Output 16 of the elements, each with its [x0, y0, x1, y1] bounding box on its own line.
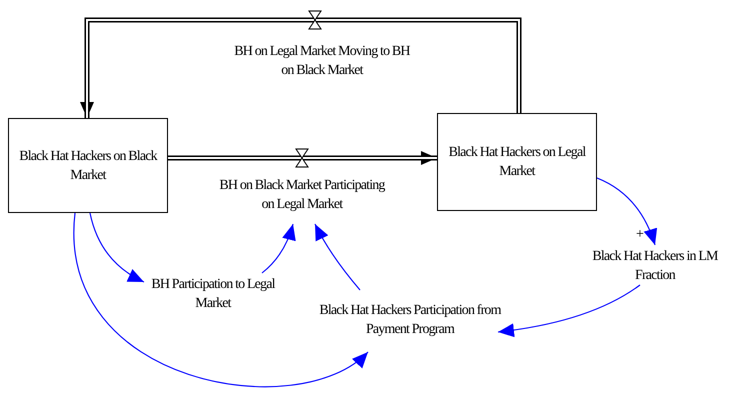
- causal-arrow: [262, 224, 296, 274]
- polarity-label: +: [636, 228, 644, 242]
- variable-label: Black Hat Hackers in LM Fraction: [583, 247, 727, 285]
- variable-label: BH on Black Market Participating on Legal Market: [212, 166, 392, 224]
- causal-arrow: [314, 224, 360, 290]
- variable-label: BH Participation to Legal Market: [138, 274, 288, 314]
- variable-label: Black Hat Hackers Participation from Payment Program: [318, 290, 502, 350]
- causal-arrow: [89, 212, 144, 282]
- causal-arrow: [596, 178, 657, 246]
- stock-box: Black Hat Hackers on Black Market: [8, 118, 168, 213]
- causal-arrow: [74, 213, 368, 388]
- causal-arrow: [498, 284, 640, 337]
- variable-label: BH on Legal Market Moving to BH on Black Market: [232, 32, 412, 90]
- stock-box: Black Hat Hackers on Legal Market: [437, 113, 597, 211]
- flow-pipe: [80, 18, 522, 118]
- flow-pipe: [168, 151, 437, 165]
